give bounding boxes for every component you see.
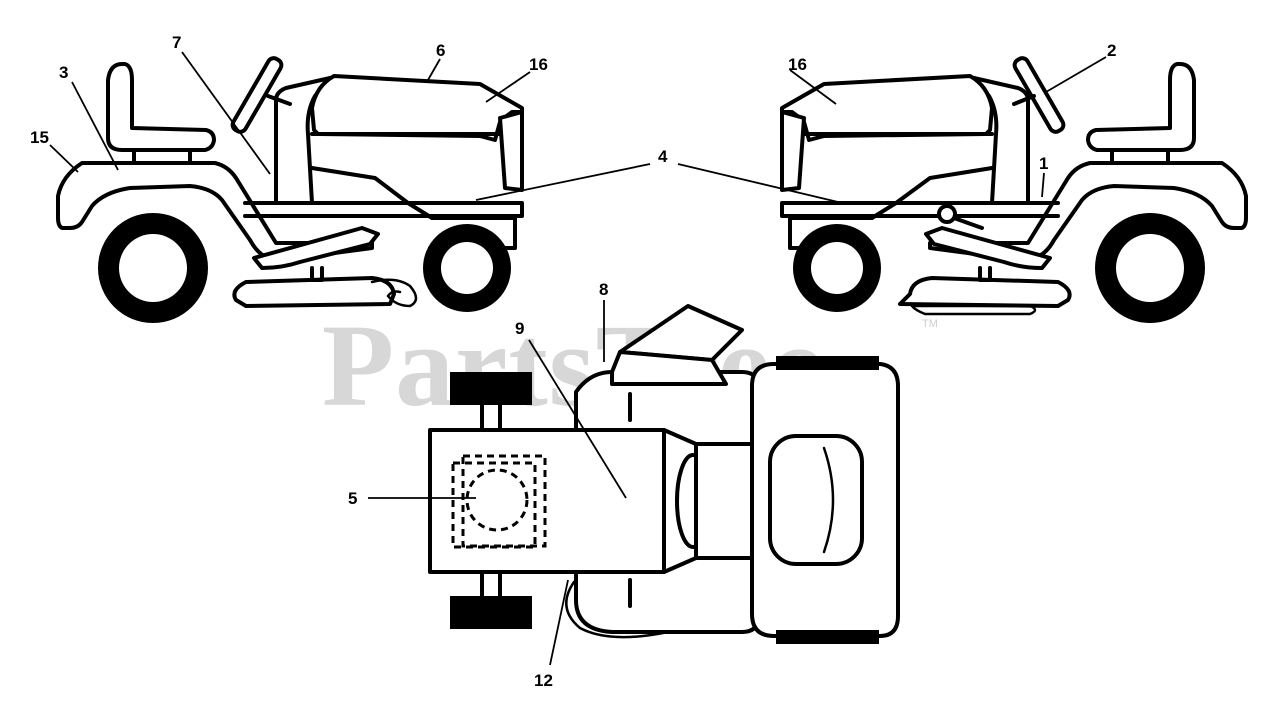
left-seat bbox=[106, 62, 216, 152]
top-front-tire-lower bbox=[776, 630, 879, 644]
right-lift-lever bbox=[937, 204, 984, 230]
right-rear-fender bbox=[928, 161, 1248, 263]
right-seat bbox=[1086, 62, 1196, 152]
right-steering-wheel bbox=[1012, 56, 1066, 134]
callout-3: 3 bbox=[59, 63, 68, 82]
callout-16-left: 16 bbox=[529, 55, 548, 74]
right-side-view bbox=[780, 56, 1248, 323]
callout-1: 1 bbox=[1039, 154, 1048, 173]
right-pedal bbox=[924, 226, 1052, 270]
leader-lines bbox=[49, 51, 1107, 666]
right-front-wheel bbox=[793, 224, 881, 312]
left-seat-base bbox=[132, 148, 192, 165]
right-mower-deck bbox=[898, 276, 1072, 308]
callout-7: 7 bbox=[172, 33, 181, 52]
left-steering-wheel bbox=[230, 56, 292, 134]
left-rear-wheel bbox=[98, 213, 208, 323]
callout-6: 6 bbox=[436, 41, 445, 60]
right-seat-base bbox=[1110, 148, 1170, 165]
right-rear-wheel bbox=[1095, 213, 1205, 323]
callout-labels: 15 3 7 6 16 16 2 1 4 8 9 5 12 bbox=[30, 33, 1116, 690]
left-pedal bbox=[252, 226, 380, 270]
left-hood bbox=[310, 74, 524, 142]
callout-2: 2 bbox=[1107, 41, 1116, 60]
callout-8: 8 bbox=[599, 280, 608, 299]
top-headlight-lens bbox=[768, 434, 864, 566]
top-fuel-cap bbox=[465, 468, 529, 532]
left-front-wheel bbox=[423, 224, 511, 312]
callout-9: 9 bbox=[515, 319, 524, 338]
callout-5: 5 bbox=[348, 489, 357, 508]
top-rear-tire-lower bbox=[450, 596, 532, 629]
callout-15: 15 bbox=[30, 128, 49, 147]
callout-12: 12 bbox=[534, 671, 553, 690]
callout-4: 4 bbox=[658, 147, 668, 166]
left-rear-fender bbox=[56, 161, 374, 263]
watermark-trademark: TM bbox=[922, 318, 938, 330]
top-rear-body bbox=[428, 428, 666, 574]
callout-16-right: 16 bbox=[788, 55, 807, 74]
left-frame bbox=[243, 201, 524, 218]
left-side-view bbox=[56, 56, 524, 323]
top-rear-tire-upper bbox=[450, 372, 532, 405]
right-hood bbox=[780, 74, 994, 142]
top-front-tire-upper bbox=[776, 356, 879, 370]
left-mower-deck bbox=[232, 276, 396, 308]
top-view bbox=[428, 304, 900, 644]
